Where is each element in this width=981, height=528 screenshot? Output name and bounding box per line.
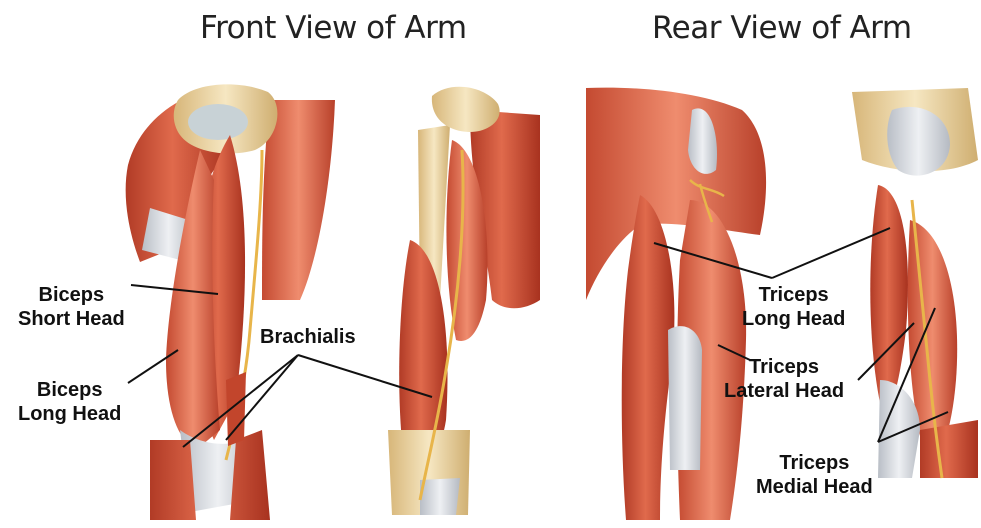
rear-arm-triceps — [586, 88, 766, 520]
label-line: Triceps — [724, 355, 844, 379]
label-triceps-long-head: Triceps Long Head — [742, 283, 845, 331]
label-line: Medial Head — [756, 475, 873, 499]
label-line: Long Head — [742, 307, 845, 331]
humeral-head-2 — [432, 87, 500, 132]
label-brachialis: Brachialis — [260, 325, 356, 349]
front-arm-brachialis — [388, 87, 540, 515]
front-view-title: Front View of Arm — [200, 10, 467, 46]
front-arm-biceps — [126, 84, 335, 520]
label-line: Short Head — [18, 307, 125, 331]
rear-arm-deep — [852, 88, 978, 478]
label-triceps-lateral-head: Triceps Lateral Head — [724, 355, 844, 403]
label-biceps-short-head: Biceps Short Head — [18, 283, 125, 331]
label-triceps-medial-head: Triceps Medial Head — [756, 451, 873, 499]
triceps-tendon-3 — [668, 326, 702, 470]
label-line: Biceps — [18, 378, 121, 402]
label-line: Lateral Head — [724, 379, 844, 403]
triceps-long-head-3 — [622, 195, 675, 520]
label-line: Long Head — [18, 402, 121, 426]
label-line: Triceps — [742, 283, 845, 307]
elbow-tendon-2 — [420, 478, 460, 515]
rear-view-title: Rear View of Arm — [652, 10, 912, 46]
glenoid-1 — [188, 104, 248, 140]
label-biceps-long-head: Biceps Long Head — [18, 378, 121, 426]
lower-muscle-4 — [920, 420, 978, 478]
label-line: Triceps — [756, 451, 873, 475]
label-line: Biceps — [18, 283, 125, 307]
label-line: Brachialis — [260, 325, 356, 349]
